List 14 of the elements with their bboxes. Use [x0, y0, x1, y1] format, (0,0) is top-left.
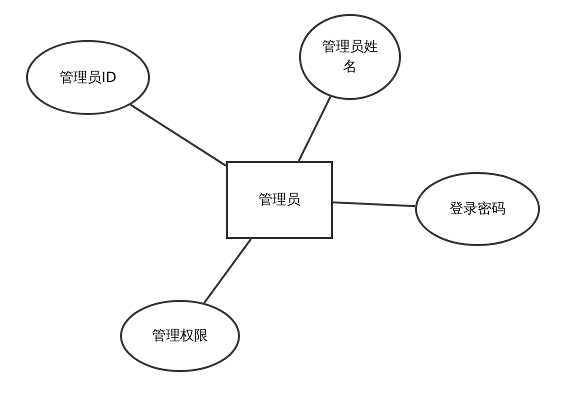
attribute-ellipse — [26, 40, 150, 115]
attribute-ellipse — [415, 172, 540, 246]
attribute-label: 登录密码 — [450, 200, 506, 219]
connector-line — [332, 201, 416, 208]
attribute-ellipse — [299, 14, 401, 100]
connector-line — [298, 96, 332, 162]
attribute-label: 管理员ID — [60, 68, 116, 88]
attribute-label: 管理权限 — [152, 327, 208, 346]
entity-label: 管理员 — [258, 191, 300, 210]
attribute-ellipse — [120, 300, 240, 372]
entity-box — [226, 161, 333, 239]
connector-line — [130, 104, 227, 167]
attribute-label: 管理员姓名 — [321, 38, 379, 77]
connector-line — [203, 238, 252, 304]
